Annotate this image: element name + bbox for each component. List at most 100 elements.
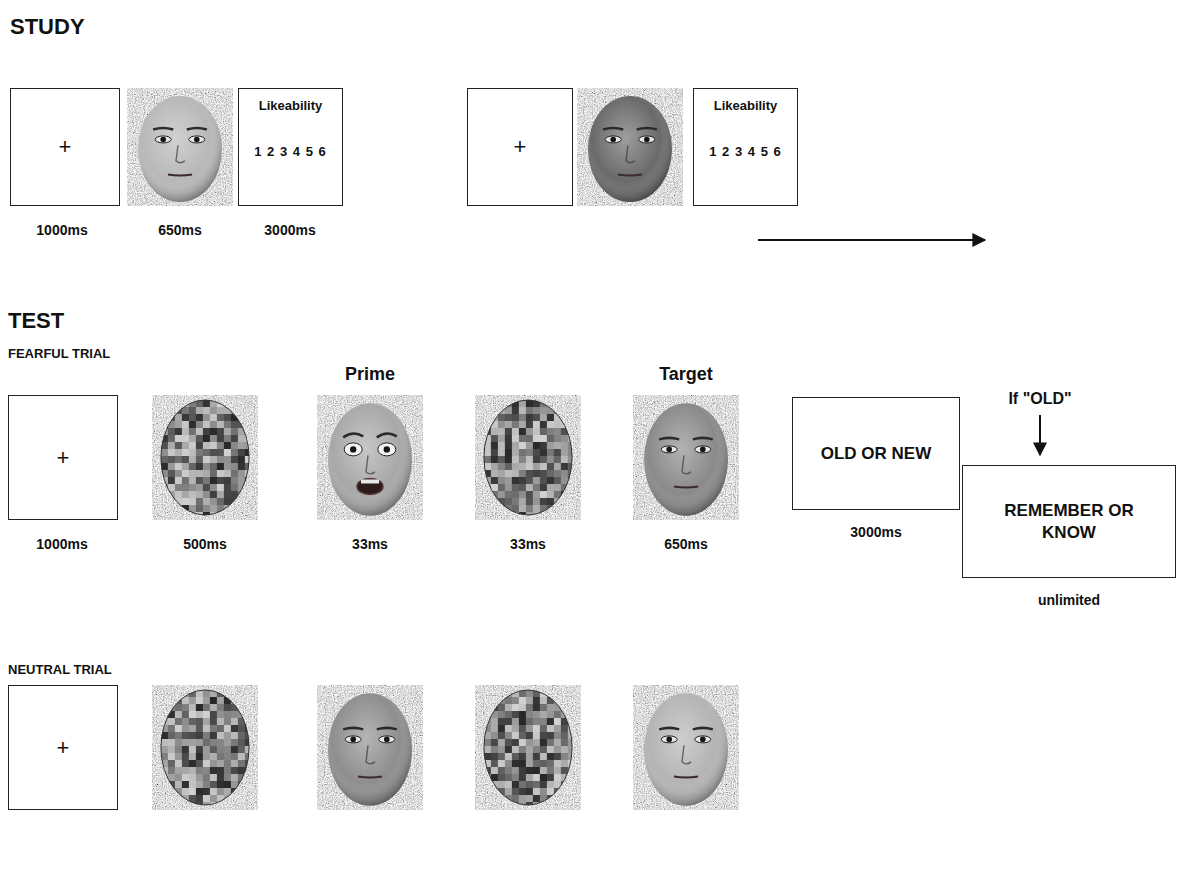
scramble-block bbox=[210, 470, 218, 478]
scramble-block bbox=[547, 477, 555, 485]
fixation-cross: + bbox=[59, 133, 72, 161]
scramble-block bbox=[210, 463, 218, 471]
scramble-block bbox=[568, 498, 576, 506]
scramble-block bbox=[561, 435, 569, 443]
scramble-block bbox=[231, 739, 239, 747]
scramble-block bbox=[533, 498, 541, 506]
scramble-block bbox=[203, 484, 211, 492]
scramble-block bbox=[526, 746, 534, 754]
scramble-block bbox=[196, 491, 204, 499]
nose bbox=[626, 145, 635, 162]
scramble-block bbox=[238, 697, 246, 705]
scramble-block bbox=[561, 746, 569, 754]
noise-ground bbox=[128, 88, 233, 206]
noise-ground bbox=[153, 685, 258, 810]
scramble-block bbox=[526, 484, 534, 492]
scramble-block bbox=[484, 725, 492, 733]
noise-ground bbox=[634, 685, 739, 810]
scramble-block bbox=[547, 725, 555, 733]
scrambled-face-mask bbox=[153, 685, 258, 810]
scramble-block bbox=[526, 732, 534, 740]
nose bbox=[682, 455, 691, 474]
scramble-block bbox=[554, 463, 562, 471]
eye-iris bbox=[700, 737, 706, 743]
scramble-block bbox=[484, 739, 492, 747]
scramble-block bbox=[484, 704, 492, 712]
scramble-block bbox=[533, 505, 541, 513]
scramble-block bbox=[505, 746, 513, 754]
scramble-block bbox=[498, 477, 506, 485]
scramble-block bbox=[182, 732, 190, 740]
scramble-block bbox=[217, 428, 225, 436]
scramble-block bbox=[540, 407, 548, 415]
scramble-block bbox=[231, 795, 239, 803]
scramble-block bbox=[512, 407, 520, 415]
scramble-block bbox=[189, 407, 197, 415]
scramble-block bbox=[512, 421, 520, 429]
noise-ground bbox=[153, 395, 258, 520]
duration-label: 33ms bbox=[352, 536, 388, 552]
scramble-block bbox=[498, 802, 506, 810]
scramble-block bbox=[224, 746, 232, 754]
scramble-block bbox=[217, 449, 225, 457]
open-mouth bbox=[357, 479, 383, 495]
scramble-block bbox=[203, 788, 211, 796]
eye-white bbox=[639, 136, 655, 143]
eye-white bbox=[695, 446, 711, 453]
scramble-block bbox=[196, 407, 204, 415]
eye-white bbox=[605, 136, 621, 143]
face-oval bbox=[138, 96, 222, 202]
eyebrow bbox=[693, 728, 713, 730]
scramble-block bbox=[175, 802, 183, 810]
scramble-block bbox=[231, 788, 239, 796]
scramble-block bbox=[245, 470, 253, 478]
scramble-block bbox=[245, 704, 253, 712]
scramble-block bbox=[245, 407, 253, 415]
scramble-block bbox=[196, 788, 204, 796]
noise-ground bbox=[634, 395, 739, 520]
scramble-block bbox=[168, 400, 176, 408]
scramble-block bbox=[547, 781, 555, 789]
duration-label: 650ms bbox=[664, 536, 708, 552]
scramble-block bbox=[561, 470, 569, 478]
scramble-block bbox=[210, 421, 218, 429]
eyebrow bbox=[343, 434, 363, 438]
scramble-block bbox=[561, 753, 569, 761]
eyebrow bbox=[693, 438, 713, 440]
stimulus-label: Target bbox=[659, 364, 713, 385]
scramble-block bbox=[182, 512, 190, 520]
scramble-block bbox=[533, 760, 541, 768]
scramble-block bbox=[519, 732, 527, 740]
scramble-block bbox=[203, 725, 211, 733]
scramble-block bbox=[231, 407, 239, 415]
scramble-block bbox=[519, 421, 527, 429]
scramble-block bbox=[533, 781, 541, 789]
scramble-block bbox=[498, 725, 506, 733]
scramble-block bbox=[568, 470, 576, 478]
scramble-block bbox=[526, 767, 534, 775]
scramble-block bbox=[568, 414, 576, 422]
scramble-block bbox=[161, 456, 169, 464]
scramble-block bbox=[210, 711, 218, 719]
scramble-block bbox=[182, 739, 190, 747]
scramble-block bbox=[238, 442, 246, 450]
noise-ground bbox=[578, 88, 683, 206]
scramble-block bbox=[203, 470, 211, 478]
response-prompt: REMEMBER OR KNOW bbox=[994, 500, 1144, 543]
scramble-block bbox=[203, 400, 211, 408]
scramble-block bbox=[189, 767, 197, 775]
scramble-block bbox=[491, 477, 499, 485]
scramble-block bbox=[231, 767, 239, 775]
fearful-face bbox=[318, 395, 423, 520]
scramble-block bbox=[512, 484, 520, 492]
scramble-block bbox=[519, 414, 527, 422]
scramble-block bbox=[568, 484, 576, 492]
scramble-block bbox=[540, 421, 548, 429]
scramble-block bbox=[540, 774, 548, 782]
eye-iris bbox=[350, 446, 356, 452]
scramble-block bbox=[526, 704, 534, 712]
scramble-block bbox=[512, 704, 520, 712]
scramble-block bbox=[203, 795, 211, 803]
scramble-block bbox=[224, 435, 232, 443]
scramble-block bbox=[519, 505, 527, 513]
